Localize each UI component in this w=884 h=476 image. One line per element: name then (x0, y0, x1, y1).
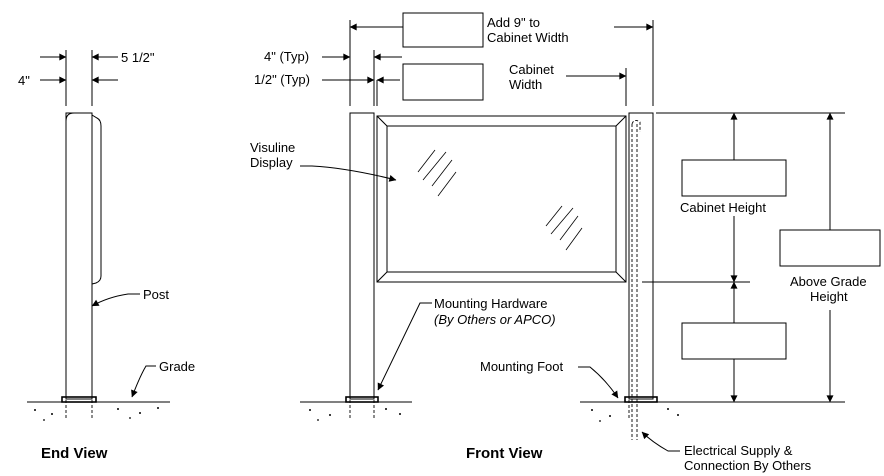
dim-overall-label: Add 9" to (487, 15, 540, 30)
right-mounting-foot (624, 396, 658, 403)
visuline-display-label-2: Display (250, 155, 293, 170)
end-view-post (65, 112, 93, 400)
display-glare (417, 149, 583, 251)
dim-post-typ-label: 4" (Typ) (264, 49, 309, 64)
dim-cabinet-width-label: Cabinet (509, 62, 554, 77)
above-grade-height-box (779, 229, 881, 267)
end-view-foot (61, 396, 97, 403)
end-view-cabinet (91, 114, 102, 285)
end-view-post-cap (65, 112, 75, 122)
dim-overall-box (402, 12, 484, 48)
dim-gap-typ-label: 1/2" (Typ) (254, 72, 310, 87)
visuline-display-label: Visuline (250, 140, 295, 155)
front-view-concrete (309, 408, 679, 422)
cabinet-frame (376, 115, 627, 283)
electrical-leader (641, 431, 680, 452)
dim-cabinet-width-label-2: Width (509, 77, 542, 92)
end-view (27, 50, 170, 421)
end-view-grade-label: Grade (159, 359, 195, 374)
electrical-label: Electrical Supply & (684, 443, 793, 458)
end-view-post-label: Post (143, 287, 169, 302)
above-grade-height-label-2: Height (810, 289, 848, 304)
front-view (300, 12, 881, 452)
electrical-label-2: Connection By Others (684, 458, 812, 473)
end-view-dim-post-width: 4" (18, 73, 30, 88)
end-view-post-leader (91, 293, 140, 307)
dim-overall-label-2: Cabinet Width (487, 30, 569, 45)
electrical-conduit (631, 119, 641, 440)
display-leader (300, 165, 397, 182)
end-view-title: End View (41, 445, 108, 462)
left-mounting-foot (345, 396, 379, 403)
left-post (349, 112, 375, 400)
front-view-title: Front View (466, 445, 543, 462)
lower-height-box (681, 322, 787, 360)
end-view-dim-offset: 5 1/2" (121, 50, 155, 65)
end-view-concrete (34, 407, 159, 421)
mounting-hardware-leader (377, 302, 432, 391)
mounting-hardware-label: Mounting Hardware (434, 296, 547, 311)
visuline-display (386, 125, 617, 273)
mounting-foot-label: Mounting Foot (480, 359, 563, 374)
above-grade-height-label: Above Grade (790, 274, 867, 289)
cabinet-height-label: Cabinet Height (680, 200, 766, 215)
right-post (628, 112, 654, 400)
mounting-hardware-note: (By Others or APCO) (434, 312, 556, 327)
dim-cabinet-width-box (402, 63, 484, 101)
cabinet-height-box (681, 159, 787, 197)
mounting-foot-leader (578, 366, 619, 399)
end-view-grade-leader (131, 365, 156, 398)
